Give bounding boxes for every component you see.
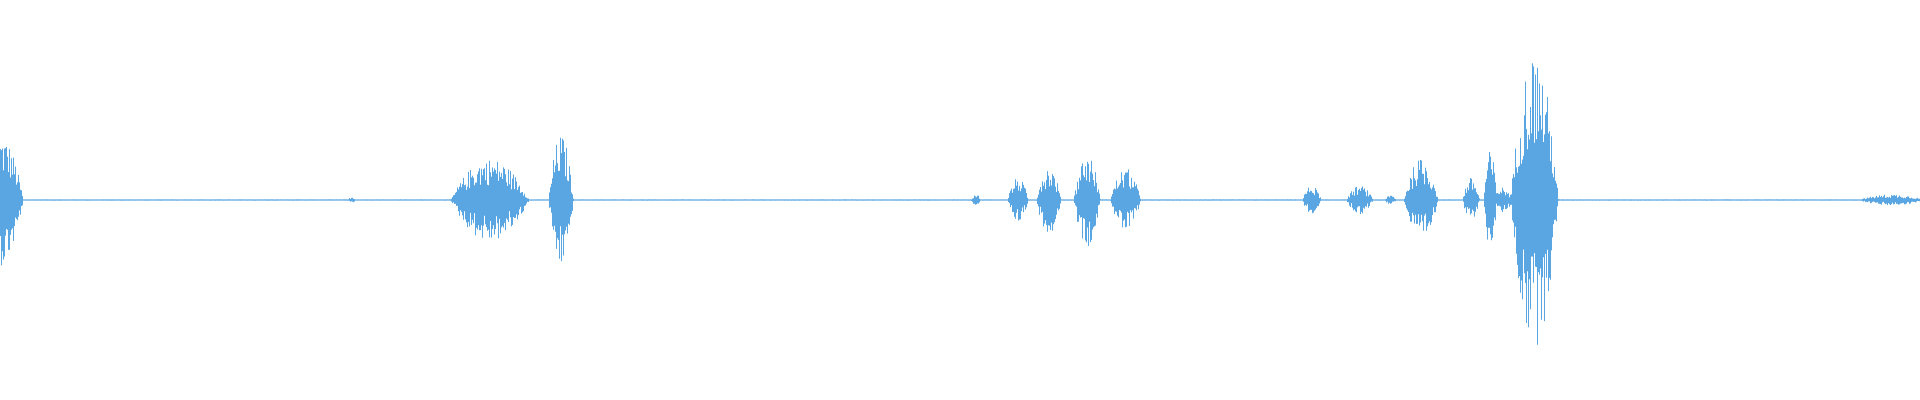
waveform-trace — [0, 63, 1920, 345]
waveform-samples — [0, 63, 1920, 345]
